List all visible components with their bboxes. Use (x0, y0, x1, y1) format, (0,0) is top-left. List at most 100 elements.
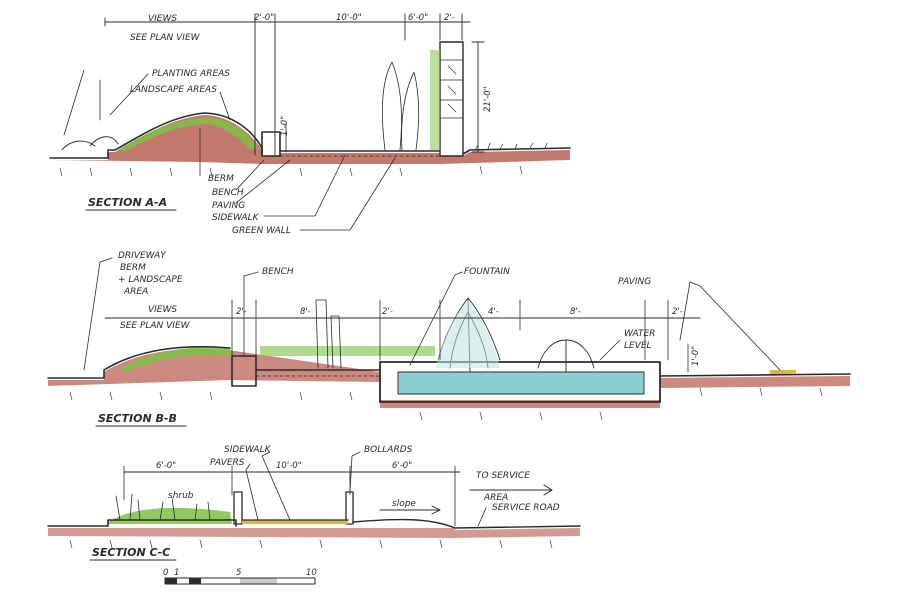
scale-bar-tick-10: 10 (306, 568, 317, 578)
section-b-b: SECTION B-B DRIVEWAY BERM + LANDSCAPE AR… (47, 251, 851, 427)
section-b-dim-2ft-b: 2'- (382, 307, 393, 317)
section-b-fountain-jet-small (537, 339, 595, 373)
section-b-dim-8ft-b: 8'- (570, 307, 581, 317)
scale-bar-segment (240, 578, 277, 584)
section-b-dim-8ft: 8'- (300, 307, 311, 317)
section-b-leader-water (599, 339, 621, 361)
section-b-dim-2ft-c: 2'- (672, 307, 683, 317)
section-b-driveway-label: DRIVEWAY (118, 251, 167, 261)
section-c-soil (48, 528, 580, 538)
section-a-green-wall-label: GREEN WALL (232, 226, 291, 236)
section-c-leader-pavers (245, 463, 259, 521)
section-a-dim-6ft: 6'-0" (408, 13, 428, 23)
section-a-berm-planting (118, 117, 258, 151)
section-b-ground-line (47, 345, 231, 379)
section-c-title: SECTION C-C (92, 546, 170, 559)
section-c-service-area-label-2: AREA (483, 493, 508, 503)
section-c-bollard (345, 491, 354, 525)
section-c-service-area-label: TO SERVICE (476, 471, 530, 481)
section-b-views-label: VIEWS (148, 305, 177, 315)
section-c-c: SECTION C-C SIDEWALK PAVERS BOLLARDS TO … (47, 445, 581, 561)
scale-bar-tick-5: 5 (236, 568, 241, 578)
section-c-slope (352, 518, 581, 529)
section-a-tree-sketch (382, 61, 420, 151)
section-a-ground-line (49, 112, 263, 159)
section-c-leader-sidewalk (261, 451, 291, 521)
section-b-planting (120, 346, 232, 372)
section-a-paving-label: PAVING (212, 201, 245, 211)
section-c-leader-bollards (349, 451, 361, 493)
section-b-view-line (83, 257, 113, 371)
section-a-bench (261, 131, 281, 157)
section-c-sidewalk-label: SIDEWALK (224, 445, 272, 455)
section-b-fountain-label: FOUNTAIN (464, 267, 510, 277)
section-c-ground-line (47, 519, 237, 527)
section-a-ground-right (462, 147, 571, 155)
section-a-green-wall-planting (430, 50, 440, 150)
section-c-dim-10ft: 10'-0" (276, 461, 302, 471)
scale-bar: 0 1 5 10 (163, 568, 317, 585)
section-a-leader-landscape (219, 91, 231, 121)
section-b-dim-4ft: 4'- (488, 307, 499, 317)
section-a-sidewalk-label: SIDEWALK (212, 213, 260, 223)
section-a-see-plan-label: SEE PLAN VIEW (130, 33, 201, 43)
section-b-berm-label: BERM (120, 263, 146, 273)
section-c-planting (108, 507, 232, 524)
section-a-green-wall-detail (439, 59, 464, 119)
section-c-dim-6ft: 6'-0" (156, 461, 176, 471)
section-c-slope-label: slope (392, 499, 416, 509)
section-c-service-arrow (469, 484, 553, 496)
section-b-level-label: LEVEL (624, 341, 652, 351)
section-b-paving-label: PAVING (618, 277, 651, 287)
section-a-leader-planting (109, 73, 149, 116)
section-c-shrub-label: shrub (168, 491, 194, 501)
section-b-dim-2ft: 2'- (236, 307, 247, 317)
section-a-leader-bench (235, 159, 265, 191)
section-a-landscape-label: LANDSCAPE AREAS (130, 85, 217, 95)
section-a-soil (50, 115, 570, 164)
section-c-shrub-sketch (115, 493, 211, 521)
section-a-title: SECTION A-A (88, 196, 167, 209)
section-b-see-plan-label: SEE PLAN VIEW (120, 321, 191, 331)
section-b-area-label: AREA (123, 287, 148, 297)
section-a-green-wall (439, 41, 464, 157)
section-b-title: SECTION B-B (98, 412, 177, 425)
section-b-leader-bench (243, 271, 259, 357)
section-a-dim-1ft: 1'-0" (280, 116, 290, 136)
section-b-leader-paving-b (679, 281, 691, 341)
section-a-berm-label: BERM (208, 174, 234, 184)
section-b-fountain-jet-large-fill (436, 300, 500, 368)
section-b-soil (48, 348, 850, 408)
section-b-fountain-wall (379, 361, 661, 403)
section-c-pavers-label: PAVERS (210, 458, 245, 468)
section-a-rocks (61, 136, 119, 151)
section-b-ground-right (659, 373, 851, 377)
section-a-planting-label: PLANTING AREAS (152, 69, 230, 79)
section-c-dim-6ft-b: 6'-0" (392, 461, 412, 471)
section-a-dim-2ft: 2'-0" (254, 13, 274, 23)
section-a-leader-green-wall (299, 157, 396, 231)
section-b-tree-sketch (315, 299, 342, 369)
section-b-landscape-label: + LANDSCAPE (118, 275, 183, 285)
section-c-soil-hatching (69, 539, 553, 549)
section-b-paving-right (770, 370, 796, 374)
section-c-service-road-label: SERVICE ROAD (492, 503, 560, 513)
section-a-soil-hatching (59, 165, 523, 177)
section-a-leader-paving (235, 159, 291, 204)
section-a-dim-2ft-b: 2'- (444, 13, 455, 23)
section-b-basin-inner (397, 371, 645, 395)
section-c-bollards-label: BOLLARDS (364, 445, 413, 455)
scale-bar-tick-1: 1 (174, 568, 179, 578)
section-b-leader-fountain (409, 271, 463, 366)
section-a-leader-sidewalk (263, 154, 346, 217)
section-a-views-label: VIEWS (148, 14, 177, 24)
section-b-planting-top (260, 346, 435, 356)
section-c-slope-arrow (379, 505, 441, 515)
section-c-pavers (242, 520, 348, 524)
scale-bar-tick-0: 0 (163, 568, 168, 578)
section-b-fountain-water (398, 372, 644, 394)
section-b-dim-1ft: 1'-0" (691, 346, 701, 366)
section-a-dim-10ft: 10'-0" (336, 13, 362, 23)
scale-bar-segment (165, 578, 177, 584)
